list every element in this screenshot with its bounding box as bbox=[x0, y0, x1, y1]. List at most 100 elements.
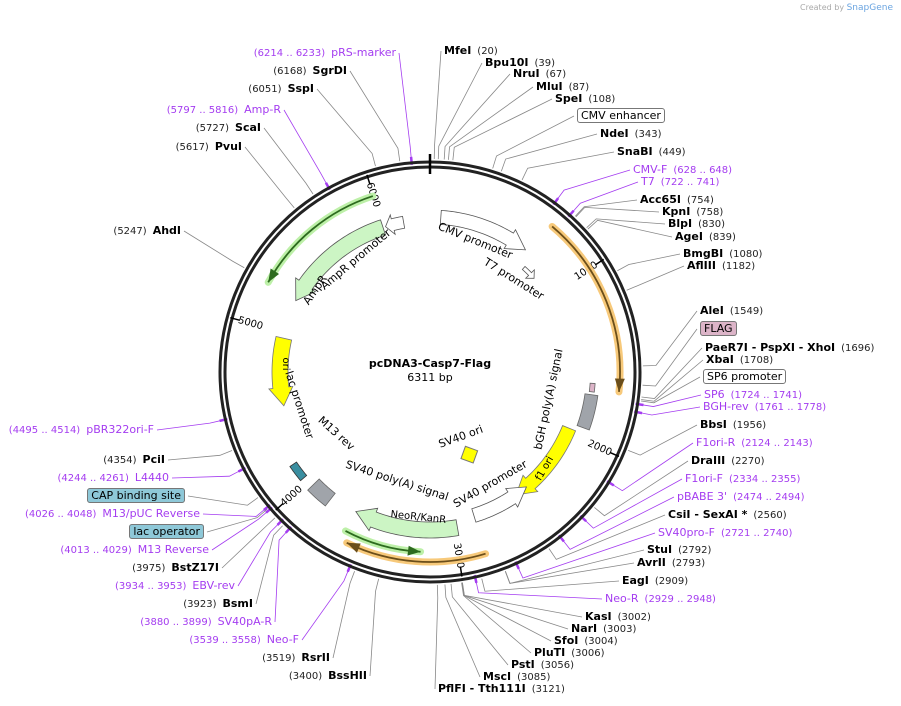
primer-cmvf[interactable]: CMV-F(628 .. 648) bbox=[633, 164, 738, 176]
enzyme-site-rsrii[interactable]: (3519)RsrII bbox=[256, 652, 330, 664]
label-name: SspI bbox=[287, 82, 314, 95]
primer-pbr322orif[interactable]: (4495 .. 4514)pBR322ori-F bbox=[3, 424, 154, 436]
enzyme-site-pcii[interactable]: (4354)PciI bbox=[97, 454, 165, 466]
label-position: (67) bbox=[545, 69, 567, 80]
enzyme-site-ahdi[interactable]: (5247) AhdI bbox=[107, 225, 181, 237]
label-position: (3539 .. 3558) bbox=[189, 635, 261, 646]
enzyme-site-alei[interactable]: AleI(1549) bbox=[700, 305, 769, 317]
tick-label: 5000 bbox=[237, 315, 264, 332]
enzyme-site-acc65i[interactable]: Acc65I(754) bbox=[640, 194, 720, 206]
leader-line bbox=[167, 450, 233, 461]
enzyme-site-pluti[interactable]: PluTI(3006) bbox=[534, 647, 611, 659]
tick-mark bbox=[275, 502, 284, 511]
enzyme-site-bbsi[interactable]: BbsI(1956) bbox=[700, 419, 772, 431]
enzyme-site-avrii[interactable]: AvrII(2793) bbox=[637, 557, 711, 569]
plasmid-length: 6311 bp bbox=[407, 371, 452, 384]
label-name: MluI bbox=[536, 80, 563, 93]
enzyme-site-stui[interactable]: StuI(2792) bbox=[647, 544, 717, 556]
enzyme-site-sfoi[interactable]: SfoI(3004) bbox=[554, 635, 624, 647]
label-name: NdeI bbox=[600, 127, 629, 140]
enzyme-site-nrui[interactable]: NruI (67) bbox=[513, 68, 572, 80]
orange-arc-f1 bbox=[551, 225, 621, 392]
enzyme-site-scai[interactable]: (5727)ScaI bbox=[190, 122, 261, 134]
enzyme-site-agei[interactable]: AgeI (839) bbox=[675, 231, 742, 243]
enzyme-site-nari[interactable]: NarI(3003) bbox=[571, 623, 642, 635]
enzyme-site-mlui[interactable]: MluI(87) bbox=[536, 81, 595, 93]
enzyme-site-ndei[interactable]: NdeI(343) bbox=[600, 128, 668, 140]
enzyme-site-spei[interactable]: SpeI(108) bbox=[555, 93, 621, 105]
plasmid-name: pcDNA3-Casp7-Flag bbox=[369, 357, 491, 370]
primer-m13[interactable]: (4013 .. 4029)M13 Reverse bbox=[54, 544, 209, 556]
feature-flag[interactable]: FLAG bbox=[700, 321, 749, 336]
label-name: EBV-rev bbox=[192, 579, 235, 592]
cmv-promoter-arrow bbox=[439, 209, 527, 251]
primer-pbabe[interactable]: pBABE 3'(2474 .. 2494) bbox=[677, 491, 811, 503]
enzyme-site-draiii[interactable]: DraIII(2270) bbox=[691, 455, 771, 467]
feature-lac[interactable]: lac operator bbox=[117, 524, 204, 539]
enzyme-site-snabi[interactable]: SnaBI(449) bbox=[617, 146, 692, 158]
enzyme-site-kasi[interactable]: KasI(3002) bbox=[585, 611, 657, 623]
enzyme-site-msci[interactable]: MscI(3085) bbox=[483, 671, 556, 683]
primer-bghrev[interactable]: BGH-rev(1761 .. 1778) bbox=[703, 401, 832, 413]
enzyme-site-pvui[interactable]: (5617)PvuI bbox=[170, 141, 242, 153]
label-name: NruI bbox=[513, 67, 540, 80]
enzyme-site-sgrdi[interactable]: (6168)SgrDI bbox=[267, 65, 347, 77]
label-name: Neo-F bbox=[266, 633, 299, 646]
label-position: (5247) bbox=[113, 226, 147, 237]
primer-t7[interactable]: T7(722 .. 741) bbox=[641, 176, 725, 188]
feature-sp6[interactable]: SP6 promoter bbox=[703, 369, 798, 384]
enzyme-site-afliii[interactable]: AflIII(1182) bbox=[687, 260, 761, 272]
label-name: XbaI bbox=[706, 353, 734, 366]
label-name: BstZ17I bbox=[171, 561, 219, 574]
label-position: (839) bbox=[708, 232, 736, 243]
primer-ampr[interactable]: (5797 .. 5816)Amp-R bbox=[161, 104, 281, 116]
enzyme-site-eagi[interactable]: EagI(2909) bbox=[622, 575, 694, 587]
label-name: AgeI bbox=[675, 230, 703, 243]
label-name: Amp-R bbox=[244, 103, 281, 116]
feature-cmv[interactable]: CMV enhancer bbox=[577, 108, 677, 123]
enzyme-site-xbai[interactable]: XbaI (1708) bbox=[706, 354, 779, 366]
leader-line bbox=[202, 507, 267, 517]
primer-neof[interactable]: (3539 .. 3558) Neo-F bbox=[183, 634, 299, 646]
enzyme-site-bstz17i[interactable]: (3975)BstZ17I bbox=[126, 562, 219, 574]
primer-sv40prof[interactable]: SV40pro-F(2721 .. 2740) bbox=[658, 527, 798, 539]
green-arc-ampr bbox=[267, 195, 374, 283]
label-position: (4495 .. 4514) bbox=[8, 425, 81, 436]
tick-mark bbox=[594, 258, 605, 266]
leader-line bbox=[575, 206, 660, 218]
label-name: AhdI bbox=[152, 224, 181, 237]
enzyme-site-bsshii[interactable]: (3400)BssHII bbox=[283, 670, 367, 682]
label-name: MfeI bbox=[444, 44, 472, 57]
primer-ebvrev[interactable]: (3934 .. 3953)EBV-rev bbox=[109, 580, 235, 592]
primer-l4440[interactable]: (4244 .. 4261)L4440 bbox=[51, 472, 169, 484]
leader-line bbox=[349, 70, 401, 162]
feature-cap[interactable]: CAP binding site bbox=[75, 488, 185, 503]
enzyme-site-blpi[interactable]: BlpI(830) bbox=[668, 218, 731, 230]
primer-f1orir[interactable]: F1ori-R(2124 .. 2143) bbox=[696, 437, 819, 449]
primer-neor[interactable]: Neo-R(2929 .. 2948) bbox=[605, 593, 722, 605]
enzyme-site-bmgbi[interactable]: BmgBI(1080) bbox=[683, 248, 768, 260]
label-position: (1708) bbox=[739, 355, 774, 366]
enzyme-site-pflfi[interactable]: PflFI - Tth111I(3121) bbox=[438, 683, 571, 695]
label-position: (3400) bbox=[288, 671, 323, 682]
credit-prefix: Created by bbox=[800, 3, 845, 12]
tick-label: 4000 bbox=[279, 484, 305, 509]
enzyme-site-psti[interactable]: PstI(3056) bbox=[511, 659, 580, 671]
enzyme-site-mfei[interactable]: MfeI(20) bbox=[444, 45, 504, 57]
enzyme-site-paer7i[interactable]: PaeR7I - PspXI - XhoI(1696) bbox=[705, 342, 880, 354]
label-name: BbsI bbox=[700, 418, 727, 431]
leader-line bbox=[171, 469, 242, 479]
primer-m13puc[interactable]: (4026 .. 4048)M13/pUC Reverse bbox=[19, 508, 200, 520]
enzyme-site-csii[interactable]: CsiI - SexAI *(2560) bbox=[668, 509, 793, 521]
enzyme-site-bpu10i[interactable]: Bpu10I(39) bbox=[485, 57, 561, 69]
feature-label-lac-promoter: lac promoter bbox=[282, 369, 316, 440]
enzyme-site-kpni[interactable]: KpnI(758) bbox=[662, 206, 729, 218]
enzyme-site-bsmi[interactable]: (3923)BsmI bbox=[177, 598, 253, 610]
primer-sv40par[interactable]: (3880 .. 3899)SV40pA-R bbox=[134, 616, 272, 628]
label-name: BmgBI bbox=[683, 247, 724, 260]
primer-f1orif[interactable]: F1ori-F(2334 .. 2355) bbox=[685, 473, 806, 485]
label-name: lac operator bbox=[129, 524, 204, 539]
enzyme-site-sspi[interactable]: (6051)SspI bbox=[242, 83, 314, 95]
primer-prsmarker[interactable]: (6214 .. 6233)pRS-marker bbox=[248, 47, 396, 59]
primer-sp6[interactable]: SP6(1724 .. 1741) bbox=[704, 389, 808, 401]
